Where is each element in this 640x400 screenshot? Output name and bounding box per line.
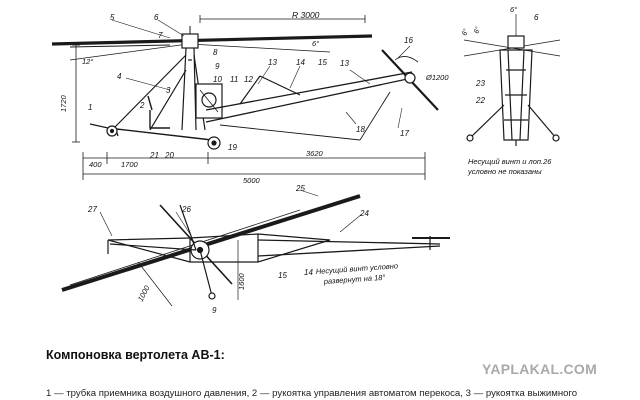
label-18: 18 (356, 125, 365, 134)
dim-5000: 5000 (243, 176, 261, 185)
front-note-line2: условно не показаны (467, 167, 542, 176)
dim-400: 400 (89, 160, 102, 169)
label-21: 21 (149, 151, 159, 160)
label-19: 19 (228, 143, 237, 152)
label-5: 5 (110, 13, 115, 22)
label-14-plan: 14 (304, 268, 313, 277)
label-24: 24 (359, 209, 369, 218)
plan-dim-1600: 1600 (237, 272, 246, 290)
label-15-plan: 15 (278, 271, 287, 280)
label-1: 1 (88, 103, 92, 112)
height-dim: 1720 (59, 94, 68, 112)
label-11: 11 (230, 75, 238, 84)
label-3: 3 (166, 86, 171, 95)
dim-3620: 3620 (306, 149, 324, 158)
label-13b: 13 (340, 59, 349, 68)
label-13a: 13 (268, 58, 277, 67)
side-view-labels: R 3000 6° 12° 1720 400 1700 3620 5000 Ø1… (59, 10, 449, 185)
front-view (463, 14, 561, 146)
label-20: 20 (164, 151, 174, 160)
side-view (51, 15, 439, 180)
label-9: 9 (215, 62, 220, 71)
front-angle-top: 6° (510, 5, 517, 14)
label-15: 15 (318, 58, 327, 67)
front-view-labels: 6° 6° 6° 6 23 22 Несущий винт и лоп.26 у… (460, 5, 552, 176)
label-10: 10 (213, 75, 222, 84)
label-7: 7 (158, 31, 163, 40)
front-angle-2: 6° (472, 25, 482, 34)
label-25: 25 (295, 184, 305, 193)
label-6: 6 (154, 13, 159, 22)
rotor-radius: R 3000 (292, 10, 320, 20)
label-17: 17 (400, 129, 409, 138)
label-8: 8 (213, 48, 218, 57)
rotor-angle: 6° (312, 39, 319, 48)
label-6-front: 6 (534, 13, 539, 22)
technical-drawing: R 3000 6° 12° 1720 400 1700 3620 5000 Ø1… (51, 5, 561, 315)
plan-dim-1000: 1000 (136, 283, 152, 303)
tail-rotor-dia: Ø1200 (425, 73, 449, 82)
label-2: 2 (139, 101, 145, 110)
front-angle: 12° (82, 57, 93, 66)
plan-note-line2: развернут на 18° (323, 273, 386, 286)
watermark-text: YAPLAKAL.COM (482, 361, 598, 377)
label-16: 16 (404, 36, 413, 45)
dim-1700: 1700 (121, 160, 139, 169)
figure-caption: Компоновка вертолета АВ-1: (46, 348, 225, 362)
label-23: 23 (475, 79, 485, 88)
figure-legend: 1 — трубка приемника воздушного давления… (46, 388, 578, 399)
label-26: 26 (181, 205, 191, 214)
label-22: 22 (475, 96, 485, 105)
label-9-plan: 9 (212, 306, 217, 315)
label-4: 4 (117, 72, 122, 81)
label-27: 27 (87, 205, 97, 214)
label-14: 14 (296, 58, 305, 67)
label-12: 12 (244, 75, 253, 84)
front-angle-1: 6° (460, 27, 470, 36)
plan-view-labels: 27 26 25 24 15 14 9 1600 1000 Несущий ви… (87, 184, 398, 315)
plan-view (61, 189, 450, 307)
front-note-line1: Несущий винт и лоп.26 (468, 157, 552, 166)
